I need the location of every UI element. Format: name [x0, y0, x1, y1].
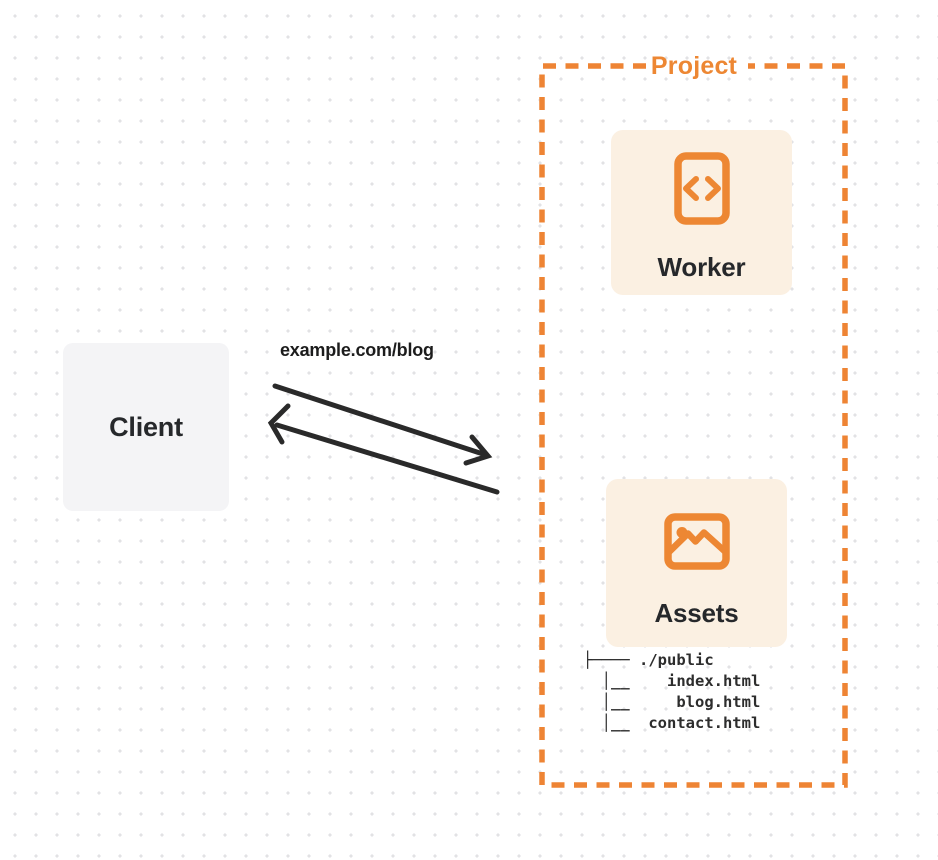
file-tree-entry-blog: │__ blog.html — [583, 693, 761, 711]
project-group-label: Project — [650, 52, 738, 80]
assets-node-label: Assets — [654, 598, 739, 628]
file-tree-entry-index: │__ index.html — [583, 672, 761, 690]
response-arrow — [267, 403, 500, 495]
code-document-icon — [673, 152, 730, 225]
client-node-label: Client — [109, 411, 183, 442]
request-url-label: example.com/blog — [280, 340, 434, 360]
worker-node-label: Worker — [657, 252, 746, 282]
file-tree-root: ├──── ./public — [583, 651, 714, 669]
image-icon — [663, 513, 730, 570]
response-arrowhead — [267, 403, 291, 445]
worker-node: Worker — [611, 130, 792, 295]
assets-file-tree: ├──── ./public │__ index.html │__ blog.h… — [583, 650, 760, 734]
file-tree-entry-contact: │__ contact.html — [583, 714, 761, 732]
client-node: Client — [63, 343, 229, 511]
request-arrowhead — [463, 434, 493, 466]
assets-node: Assets — [606, 479, 787, 647]
request-arrow — [272, 383, 493, 466]
